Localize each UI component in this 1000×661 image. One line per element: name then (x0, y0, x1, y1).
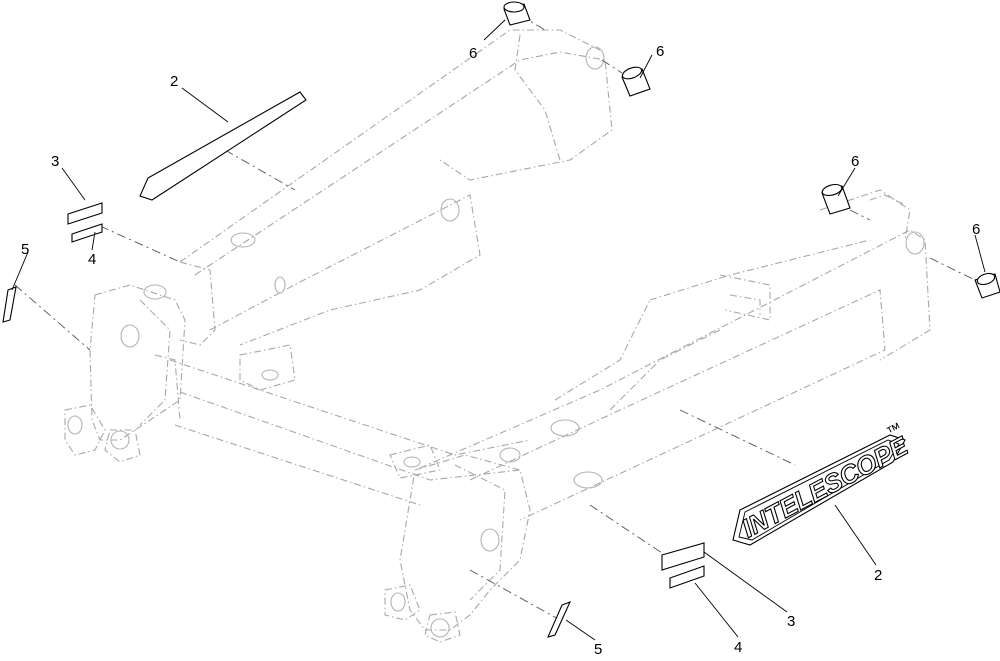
pad-3-left (67, 202, 103, 225)
callout-3-left: 3 (51, 153, 59, 170)
bushing-6-upper-right (621, 66, 651, 97)
callout-6-top: 6 (469, 45, 477, 62)
frame-ghost (64, 29, 931, 643)
callout-5-left: 5 (21, 241, 29, 258)
leader-lines (11, 19, 986, 641)
bushing-6-mid-right (821, 183, 851, 215)
bushing-6-far-right (974, 272, 1000, 299)
callout-6-far-right: 6 (972, 221, 980, 238)
callout-6-mid-right: 6 (851, 153, 859, 170)
callout-2-right: 2 (874, 567, 882, 584)
callout-5-right: 5 (594, 641, 602, 658)
intelescope-decal: INTELESCOPE ™ (732, 419, 914, 546)
callout-3-right: 3 (787, 613, 795, 630)
callout-4-left: 4 (88, 251, 96, 268)
bushing-6-top (503, 1, 531, 26)
pin-5-left (2, 286, 17, 323)
decal-brand-text: INTELESCOPE (737, 430, 914, 543)
callout-4-right: 4 (734, 639, 742, 656)
pad-3-right (661, 542, 705, 571)
pad-4-left (71, 223, 103, 243)
pad-4-right (669, 565, 705, 589)
explosion-lines (14, 14, 976, 621)
callout-2-left: 2 (170, 73, 178, 90)
callout-labels: 6 6 2 3 5 4 6 6 2 3 5 4 (21, 43, 980, 658)
pin-5-right (547, 601, 572, 638)
decal-trademark: ™ (884, 419, 905, 441)
decal-upper-left (139, 91, 307, 201)
callout-6-upper-right: 6 (656, 43, 664, 60)
